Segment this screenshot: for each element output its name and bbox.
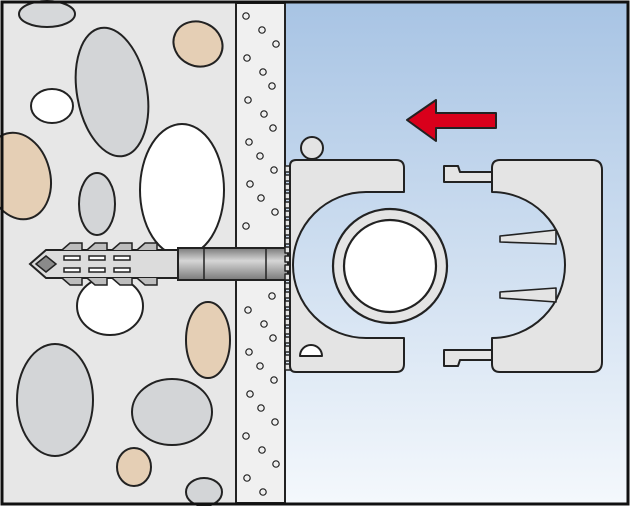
plaster-dot xyxy=(245,348,253,356)
pebble-beige xyxy=(116,447,152,487)
anchor-barbs xyxy=(61,242,158,286)
plaster-dot xyxy=(258,446,266,454)
plaster-dot xyxy=(246,180,254,188)
plaster-dot xyxy=(269,334,277,342)
plaster-dot xyxy=(242,222,250,230)
pebble-beige xyxy=(172,20,224,68)
stone-white xyxy=(76,276,144,336)
plaster-dot xyxy=(257,194,265,202)
direction-arrow-left xyxy=(406,99,497,142)
plaster-dot xyxy=(271,418,279,426)
plaster-dot xyxy=(272,460,280,468)
plaster-dot xyxy=(244,306,252,314)
plaster-dot xyxy=(243,474,251,482)
plaster-dot xyxy=(259,68,267,76)
pipe-cross-section xyxy=(331,207,449,325)
plaster-dot xyxy=(268,292,276,300)
pebble-beige xyxy=(185,301,231,379)
stone xyxy=(16,343,94,457)
pipe-clamp-cap xyxy=(443,159,603,373)
plaster-dot xyxy=(242,432,250,440)
plaster-dot xyxy=(245,138,253,146)
plaster-dot xyxy=(260,320,268,328)
stone xyxy=(74,26,150,158)
plaster-dot xyxy=(272,40,280,48)
plaster-dot xyxy=(271,208,279,216)
plaster-dot xyxy=(268,82,276,90)
nylon-anchor-with-screw xyxy=(28,242,289,286)
cap-rib xyxy=(499,229,557,245)
plaster-dot xyxy=(259,488,267,496)
cap-latch-top xyxy=(443,165,493,183)
plaster-dot xyxy=(257,404,265,412)
stone-white xyxy=(139,123,225,257)
hinge-bump xyxy=(300,136,324,160)
stone xyxy=(131,378,213,446)
plaster-dot xyxy=(256,362,264,370)
pipe-clamp-base xyxy=(284,136,405,373)
plaster-dot xyxy=(246,390,254,398)
stone xyxy=(185,477,223,506)
plaster-dot xyxy=(243,54,251,62)
plaster-dot xyxy=(242,12,250,20)
plaster-dot xyxy=(270,166,278,174)
hinge-socket xyxy=(299,344,323,357)
stone xyxy=(78,172,116,236)
screw-shank xyxy=(177,247,289,281)
plaster-dot xyxy=(256,152,264,160)
stone xyxy=(18,0,76,28)
plaster-dot xyxy=(244,96,252,104)
plaster-dot xyxy=(258,26,266,34)
plaster-dot xyxy=(269,124,277,132)
stone-white xyxy=(30,88,74,124)
plaster-dot xyxy=(260,110,268,118)
cap-latch-bottom xyxy=(443,349,493,367)
cap-rib xyxy=(499,287,557,303)
plaster-dot xyxy=(270,376,278,384)
